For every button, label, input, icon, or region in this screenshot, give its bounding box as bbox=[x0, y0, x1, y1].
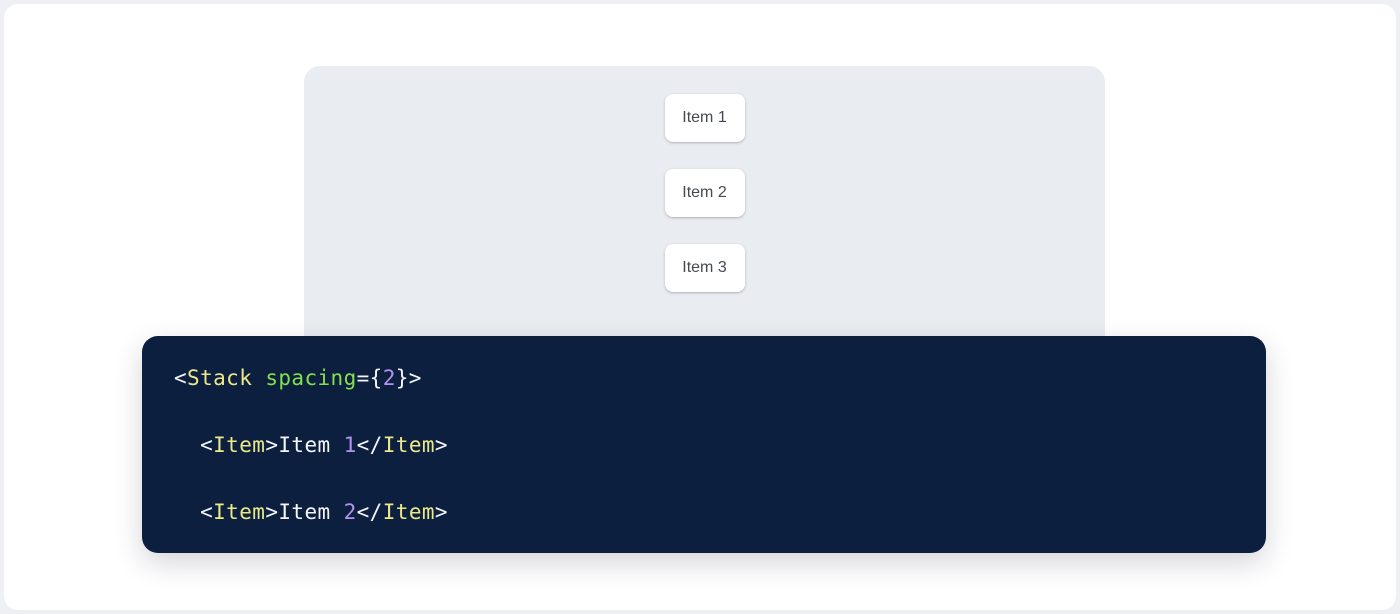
code-line: <Item>Item 2</Item> bbox=[174, 496, 1266, 530]
code-token-tag: Item bbox=[213, 500, 266, 524]
stack-item[interactable]: Item 1 bbox=[664, 94, 745, 142]
code-token-punct: }> bbox=[395, 366, 422, 390]
code-token-text: Item bbox=[278, 433, 344, 457]
code-token-punct: > bbox=[434, 500, 448, 524]
code-token-punct: < bbox=[200, 433, 214, 457]
code-token-text: Item bbox=[278, 500, 344, 524]
code-token-num: 1 bbox=[343, 433, 357, 457]
code-snippet-text: <Stack spacing={2}> <Item>Item 1</Item> … bbox=[174, 362, 1266, 553]
code-token-num: 2 bbox=[343, 500, 357, 524]
code-token-punct: ={ bbox=[356, 366, 383, 390]
code-line: <Item>Item 1</Item> bbox=[174, 429, 1266, 463]
stack-item[interactable]: Item 2 bbox=[664, 169, 745, 217]
stack-item[interactable]: Item 3 bbox=[664, 244, 745, 292]
code-token-attr: spacing bbox=[265, 366, 357, 390]
code-token-num: 2 bbox=[382, 366, 396, 390]
code-token-punct bbox=[252, 366, 265, 390]
code-token-punct: > bbox=[265, 433, 279, 457]
code-token-punct: < bbox=[174, 366, 188, 390]
code-token-punct: </ bbox=[356, 500, 383, 524]
code-token-tag: Item bbox=[382, 433, 435, 457]
code-token-punct: > bbox=[434, 433, 448, 457]
code-snippet-block[interactable]: <Stack spacing={2}> <Item>Item 1</Item> … bbox=[142, 336, 1266, 553]
stack-container: Item 1 Item 2 Item 3 bbox=[664, 94, 745, 292]
code-token-tag: Item bbox=[213, 433, 266, 457]
code-token-punct: </ bbox=[356, 433, 383, 457]
code-token-tag: Item bbox=[382, 500, 435, 524]
code-token-punct: < bbox=[200, 500, 214, 524]
component-preview-panel: Item 1 Item 2 Item 3 bbox=[304, 66, 1105, 366]
code-token-tag: Stack bbox=[187, 366, 253, 390]
code-token-punct: > bbox=[265, 500, 279, 524]
code-line: <Stack spacing={2}> bbox=[174, 362, 1266, 396]
